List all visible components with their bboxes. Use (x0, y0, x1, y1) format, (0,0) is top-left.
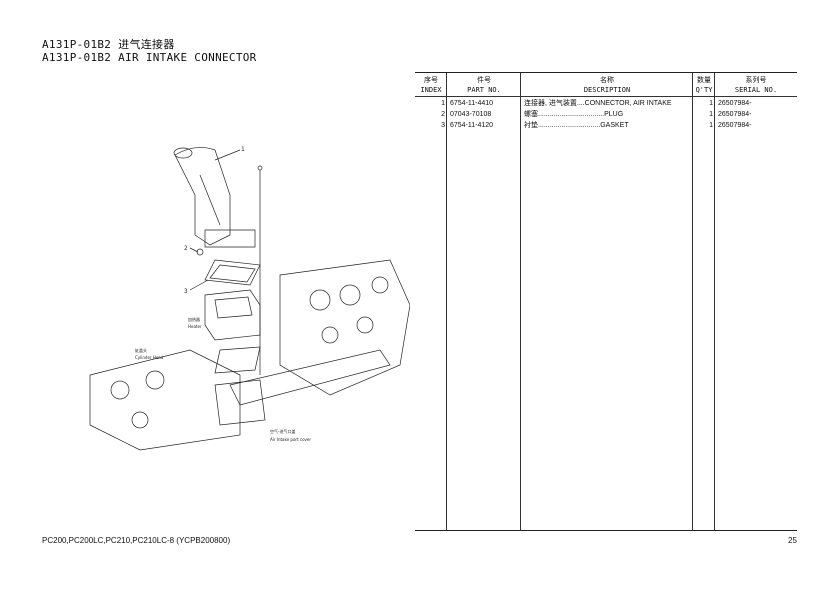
header-qty: Q'TY (695, 86, 713, 94)
plug-part (196, 248, 204, 256)
row-index: 2 (441, 111, 445, 118)
row-index: 1 (441, 100, 445, 107)
row-qty: 1 (709, 100, 713, 107)
header-part-cn: 件号 (477, 76, 491, 84)
row-part-no: 6754-11-4120 (450, 122, 494, 129)
page-title-cn: A131P-01B2 进气连接器 (42, 38, 175, 51)
cover-label-cn: 空气-进气口盖 (270, 428, 295, 434)
heater-part (204, 289, 261, 341)
row-qty: 1 (709, 122, 713, 129)
header-part-no: PART NO. (467, 86, 501, 94)
row-serial: 26507984- (718, 122, 752, 129)
cover-label-en: Air Intake port cover (270, 437, 311, 442)
row-serial: 26507984- (718, 100, 752, 107)
row-description: 衬垫................................GASKET (524, 122, 629, 129)
gasket-lower-part (214, 346, 261, 374)
heater-label-en: Heater (188, 324, 202, 329)
row-serial: 26507984- (718, 111, 752, 118)
row-part-no: 6754-11-4410 (450, 100, 494, 107)
table-row: 1 6754-11-4410 连接器, 进气装置....CONNECTOR, A… (415, 98, 797, 109)
callout-1: 1 (241, 146, 245, 153)
exploded-parts-drawing: 1 2 3 加热器 Heater 缸盖头 Cylinder Head 空气-进气… (89, 146, 410, 451)
header-index: INDEX (420, 86, 442, 94)
callout-3: 3 (184, 288, 188, 295)
row-qty: 1 (709, 111, 713, 118)
header-serial-cn: 系列号 (745, 76, 767, 84)
row-description: 连接器, 进气装置....CONNECTOR, AIR INTAKE (524, 100, 672, 107)
row-part-no: 07043-70108 (450, 111, 492, 118)
cylinder-head (89, 259, 410, 451)
callout-2: 2 (184, 245, 188, 252)
head-label-en: Cylinder Head (135, 355, 164, 360)
page-number: 25 (788, 536, 797, 545)
air-intake-connector-part (173, 147, 256, 248)
heater-label-cn: 加热器 (188, 316, 200, 322)
header-desc-cn: 名称 (600, 76, 614, 84)
row-description: 螺塞..................................PLUG (524, 111, 624, 118)
header-index-cn: 序号 (424, 76, 438, 84)
page-title-en: A131P-01B2 AIR INTAKE CONNECTOR (42, 51, 257, 64)
gasket-part (204, 259, 261, 286)
table-row: 3 6754-11-4120 衬垫.......................… (415, 120, 797, 131)
table-row: 2 07043-70108 螺塞........................… (415, 109, 797, 120)
header-description: DESCRIPTION (583, 86, 631, 94)
row-index: 3 (441, 122, 445, 129)
head-label-cn: 缸盖头 (135, 347, 147, 353)
header-qty-cn: 数量 (697, 76, 711, 84)
header-serial-no: SERIAL NO. (734, 86, 778, 94)
footer-model: PC200,PC200LC,PC210,PC210LC-8 (YCPB20080… (42, 536, 231, 545)
